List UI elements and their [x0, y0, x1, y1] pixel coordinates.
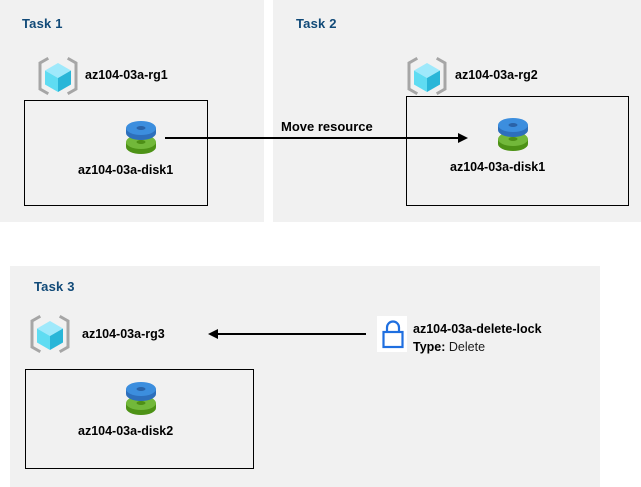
- delete-lock-type-key: Type:: [413, 340, 446, 354]
- task1-label: Task 1: [22, 16, 63, 31]
- task1-disk-icon-wrap: [122, 115, 160, 157]
- task2-disk-icon-wrap: [494, 112, 532, 154]
- task3-inner-box: [25, 369, 254, 469]
- task3-resource-label: az104-03a-disk2: [78, 424, 174, 438]
- managed-disk-icon: [126, 382, 156, 415]
- task1-resource-label: az104-03a-disk1: [78, 163, 174, 177]
- task3-resource-group-icon-wrap: [28, 313, 72, 355]
- resource-group-cube-icon: [38, 56, 78, 96]
- task3-disk-icon-wrap: [122, 376, 160, 418]
- delete-lock-arrow-head-icon: [208, 329, 218, 339]
- task1-resource-group-label: az104-03a-rg1: [85, 68, 168, 82]
- move-resource-arrow-line: [165, 137, 460, 139]
- delete-lock-name-label: az104-03a-delete-lock: [413, 322, 542, 336]
- resource-group-cube-icon: [30, 314, 70, 354]
- padlock-icon: [382, 320, 404, 349]
- delete-lock-icon-wrap: [379, 317, 407, 351]
- task1-resource-group-icon-wrap: [36, 55, 80, 97]
- task2-label: Task 2: [296, 16, 337, 31]
- task1-panel: [0, 0, 264, 222]
- task1-inner-box: [24, 100, 208, 206]
- resource-group-cube-icon: [407, 56, 447, 96]
- delete-lock-type-row: Type: Delete: [413, 340, 485, 354]
- task2-resource-group-label: az104-03a-rg2: [455, 68, 538, 82]
- task2-resource-label: az104-03a-disk1: [450, 160, 546, 174]
- task2-panel: [273, 0, 641, 222]
- delete-lock-arrow-line: [218, 333, 366, 335]
- task3-resource-group-label: az104-03a-rg3: [82, 327, 165, 341]
- managed-disk-icon: [126, 121, 156, 154]
- delete-lock-type-value: Delete: [448, 340, 486, 354]
- move-resource-caption: Move resource: [281, 119, 373, 134]
- managed-disk-icon: [498, 118, 528, 151]
- task2-resource-group-icon-wrap: [405, 55, 449, 97]
- task3-panel: [10, 266, 600, 487]
- task2-inner-box: [406, 96, 629, 206]
- task3-label: Task 3: [34, 279, 75, 294]
- move-resource-arrow-head-icon: [458, 133, 468, 143]
